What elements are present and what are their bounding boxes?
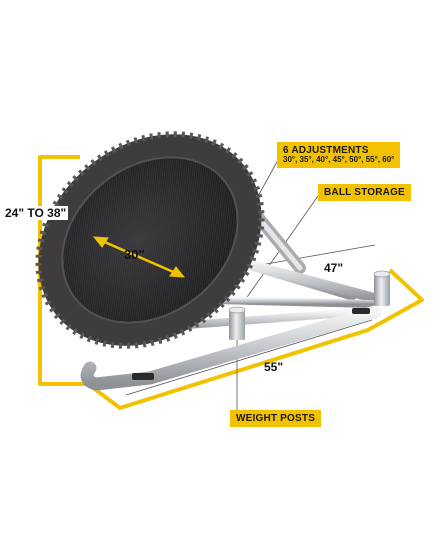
weight-posts-label: WEIGHT POSTS	[236, 413, 316, 424]
adjustments-values: 30°, 35°, 40°, 45°, 50°, 55°, 60°	[283, 155, 395, 164]
width-dimension-label: 47"	[324, 261, 344, 275]
ball-storage-label: BALL STORAGE	[324, 187, 405, 198]
adjustments-title: 6 ADJUSTMENTS	[283, 145, 369, 156]
weight-post-left	[228, 306, 246, 340]
depth-dimension-label: 55"	[264, 360, 284, 374]
adjustments-callout: 6 ADJUSTMENTS 30°, 35°, 40°, 45°, 50°, 5…	[277, 142, 401, 168]
footprint-dimension-line	[86, 268, 424, 410]
diameter-arrow	[92, 236, 186, 278]
height-dimension-label: 24" TO 38"	[3, 206, 69, 220]
weight-posts-callout: WEIGHT POSTS	[230, 410, 322, 427]
diameter-dimension-label: 30"	[124, 247, 145, 262]
rebounder-disc	[35, 131, 265, 349]
rubber-feet	[132, 308, 370, 380]
ball-storage-callout: BALL STORAGE	[318, 184, 411, 201]
weight-post-right	[373, 270, 391, 306]
